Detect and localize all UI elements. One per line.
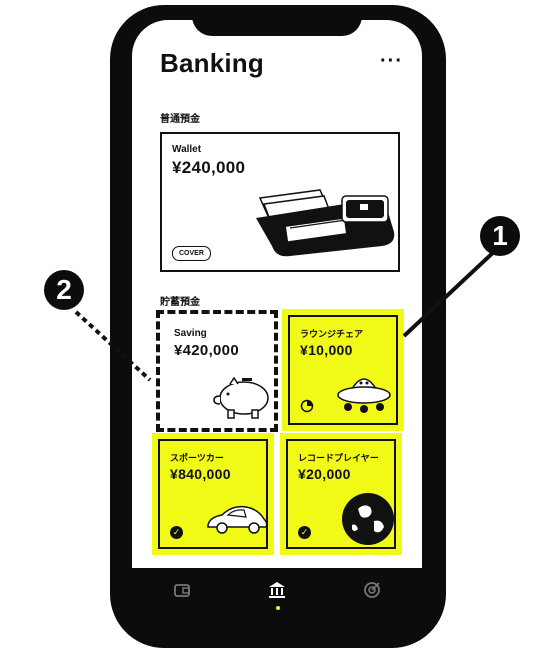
page-title: Banking <box>160 48 264 78</box>
piggy-bank-illustration <box>213 376 269 419</box>
savings-section-label: 貯蓄預金 <box>160 297 200 308</box>
lounge-chair-tile[interactable]: ラウンジチェア ¥10,000 <box>282 309 404 431</box>
wallet-card[interactable]: Wallet ¥240,000 COVER <box>160 132 400 272</box>
cover-badge[interactable]: COVER <box>172 246 211 261</box>
saving-name: Saving <box>174 328 207 339</box>
check-icon: ✓ <box>170 526 183 539</box>
record-player-tile[interactable]: レコードプレイヤー ¥20,000 ✓ <box>280 433 402 555</box>
tab-goals[interactable] <box>360 578 384 602</box>
lounge-chair-amount: ¥10,000 <box>300 342 353 358</box>
wallet-name: Wallet <box>172 144 202 155</box>
sports-car-name: スポーツカー <box>170 453 224 463</box>
tab-banking[interactable] <box>265 578 289 610</box>
saving-amount: ¥420,000 <box>174 342 239 359</box>
record-player-amount: ¥20,000 <box>298 466 351 482</box>
callout-2: 2 <box>44 270 84 310</box>
target-icon <box>364 582 380 598</box>
checking-section-label: 普通預金 <box>160 114 200 125</box>
ufo-chair-illustration <box>337 378 391 413</box>
tab-bar <box>132 568 422 616</box>
tile-border: スポーツカー ¥840,000 ✓ <box>158 439 268 549</box>
bank-icon <box>269 582 285 598</box>
tile-border: ラウンジチェア ¥10,000 <box>288 315 398 425</box>
wallet-illustration <box>256 189 395 257</box>
globe-illustration <box>342 493 394 545</box>
tile-border: レコードプレイヤー ¥20,000 ✓ <box>286 439 396 549</box>
callout-1: 1 <box>480 216 520 256</box>
saving-tile[interactable]: Saving ¥420,000 <box>156 310 278 432</box>
tab-wallet[interactable] <box>170 578 194 602</box>
sports-car-amount: ¥840,000 <box>170 466 231 482</box>
sports-car-tile[interactable]: スポーツカー ¥840,000 ✓ <box>152 433 274 555</box>
active-tab-indicator <box>276 606 280 610</box>
record-player-name: レコードプレイヤー <box>298 453 379 463</box>
progress-ring-icon <box>300 399 314 413</box>
sports-car-illustration <box>207 505 268 534</box>
phone-notch <box>192 6 362 36</box>
more-menu-button[interactable]: ··· <box>380 50 403 72</box>
wallet-icon <box>174 584 190 597</box>
check-icon: ✓ <box>298 526 311 539</box>
lounge-chair-name: ラウンジチェア <box>300 329 364 339</box>
wallet-amount: ¥240,000 <box>172 158 246 177</box>
